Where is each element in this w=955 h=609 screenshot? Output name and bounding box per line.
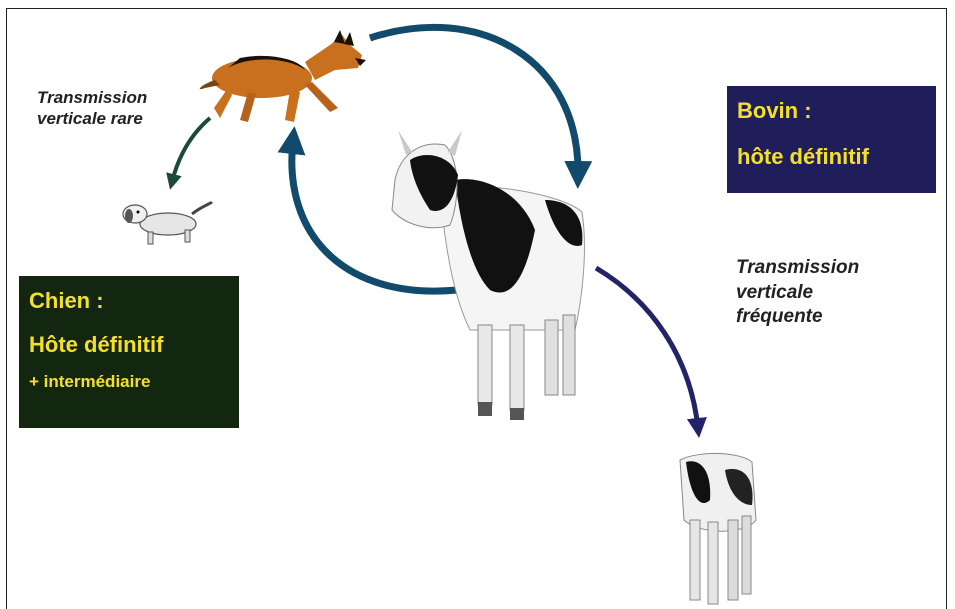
rare-transmission-line-1: Transmission [37, 87, 147, 108]
frequent-transmission-arrow [596, 268, 698, 428]
frequent-transmission-label: Transmission verticale fréquente [736, 256, 859, 330]
rare-transmission-line-2: verticale rare [37, 108, 147, 129]
chien-title: Chien : [29, 288, 229, 314]
calf-icon [680, 453, 756, 604]
bovin-role: hôte définitif [737, 144, 926, 170]
bovin-title: Bovin : [737, 98, 926, 124]
bovin-host-box: Bovin : hôte définitif [727, 86, 936, 193]
chien-host-box: Chien : Hôte définitif + intermédiaire [19, 276, 239, 428]
frequent-transmission-line-3: fréquente [736, 305, 859, 330]
puppy-icon [123, 202, 212, 244]
cycle-arrow-dog-to-cow [370, 27, 578, 175]
chien-role: Hôte définitif [29, 332, 229, 358]
rare-transmission-arrow [172, 118, 210, 182]
frequent-transmission-line-1: Transmission [736, 256, 859, 281]
adult-cow-icon [392, 130, 584, 420]
chien-extra-role: + intermédiaire [29, 372, 229, 392]
adult-dog-icon [200, 30, 366, 122]
frequent-transmission-line-2: verticale [736, 281, 859, 306]
rare-transmission-label: Transmission verticale rare [37, 87, 147, 130]
